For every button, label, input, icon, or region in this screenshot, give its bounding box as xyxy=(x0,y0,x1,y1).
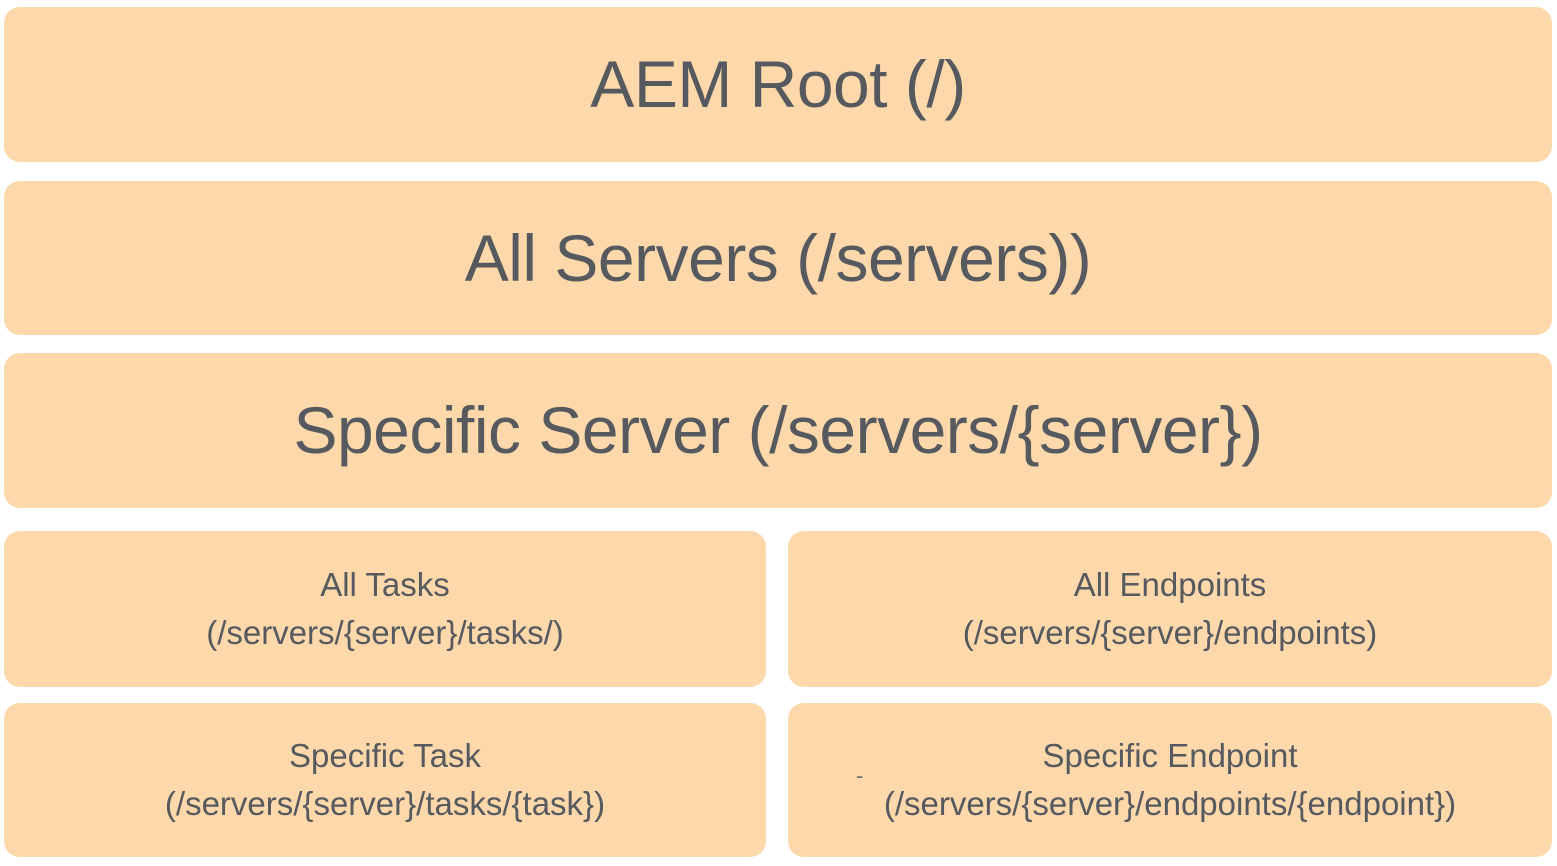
node-aem-root: AEM Root (/) xyxy=(4,7,1552,162)
node-all-tasks-title: All Tasks xyxy=(320,566,450,604)
node-all-endpoints-title: All Endpoints xyxy=(1073,566,1267,604)
node-specific-endpoint: - Specific Endpoint (/servers/{server}/e… xyxy=(788,703,1552,857)
node-all-endpoints-path: (/servers/{server}/endpoints) xyxy=(962,614,1378,651)
node-specific-server: Specific Server (/servers/{server}) xyxy=(4,353,1552,508)
node-all-endpoints: All Endpoints (/servers/{server}/endpoin… xyxy=(788,531,1552,687)
node-specific-task-title: Specific Task xyxy=(289,737,481,775)
node-specific-task-path: (/servers/{server}/tasks/{task}) xyxy=(164,785,606,822)
node-all-servers-label: All Servers (/servers)) xyxy=(464,220,1092,295)
stray-dash-artifact: - xyxy=(856,763,864,788)
node-all-tasks: All Tasks (/servers/{server}/tasks/) xyxy=(4,531,766,687)
node-aem-root-label: AEM Root (/) xyxy=(590,47,966,122)
node-specific-server-label: Specific Server (/servers/{server}) xyxy=(293,393,1263,468)
node-specific-endpoint-title: Specific Endpoint xyxy=(1042,737,1298,775)
node-specific-endpoint-path: (/servers/{server}/endpoints/{endpoint}) xyxy=(883,785,1457,822)
node-all-tasks-path: (/servers/{server}/tasks/) xyxy=(206,614,564,651)
node-specific-task: Specific Task (/servers/{server}/tasks/{… xyxy=(4,703,766,857)
node-all-servers: All Servers (/servers)) xyxy=(4,181,1552,335)
